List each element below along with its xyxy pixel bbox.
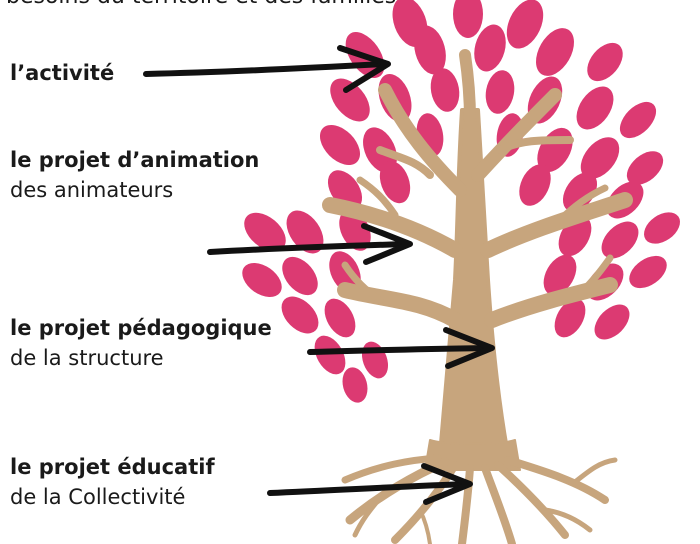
- arrow-educational: [267, 463, 473, 505]
- leaf: [379, 160, 411, 204]
- tree-trunk: [322, 49, 633, 471]
- leaf: [587, 42, 623, 82]
- label-activity: l’activité: [10, 58, 114, 88]
- leaf: [286, 210, 324, 254]
- label-pedagogical-title: le projet pédagogique: [10, 316, 272, 340]
- leaf: [543, 254, 577, 296]
- leaf: [643, 212, 681, 244]
- leaf: [629, 255, 667, 289]
- label-educational-title: le projet éducatif: [10, 455, 215, 479]
- leaf: [244, 212, 286, 252]
- leaf: [506, 0, 544, 49]
- leaf: [619, 101, 657, 139]
- leaf: [594, 304, 630, 340]
- leaf: [485, 70, 515, 114]
- leaf: [576, 86, 614, 130]
- arrow-animation: [207, 223, 413, 265]
- leaf: [554, 298, 586, 338]
- leaf: [329, 251, 361, 293]
- leaf: [281, 296, 319, 334]
- label-educational: le projet éducatif de la Collectivité: [10, 452, 215, 512]
- leaf: [453, 0, 483, 38]
- leaf: [242, 262, 282, 298]
- leaf: [474, 24, 506, 72]
- label-pedagogical: le projet pédagogique de la structure: [10, 313, 272, 373]
- arrows: [143, 45, 495, 505]
- leaf: [536, 28, 574, 76]
- label-educational-subtitle: de la Collectivité: [10, 485, 186, 509]
- leaf: [430, 68, 460, 112]
- arrow-activity: [143, 45, 391, 93]
- leaf: [282, 256, 318, 296]
- leaf: [580, 137, 620, 179]
- arrow-pedagogical: [307, 327, 495, 369]
- label-activity-title: l’activité: [10, 61, 115, 85]
- leaf: [330, 78, 370, 122]
- label-animation-title: le projet d’animation: [10, 148, 260, 172]
- label-pedagogical-subtitle: de la structure: [10, 346, 164, 370]
- leaf: [324, 298, 356, 338]
- label-animation: le projet d’animation des animateurs: [10, 145, 259, 205]
- leaf: [319, 124, 361, 166]
- leaf: [601, 221, 639, 259]
- label-animation-subtitle: des animateurs: [10, 178, 174, 202]
- header-text: besoins du territoire et des familles.: [6, 0, 403, 9]
- leaf: [314, 335, 346, 375]
- leaf: [626, 151, 664, 185]
- leaf: [519, 164, 551, 206]
- leaf: [562, 172, 598, 212]
- leaf: [342, 367, 368, 403]
- leaf: [414, 25, 446, 75]
